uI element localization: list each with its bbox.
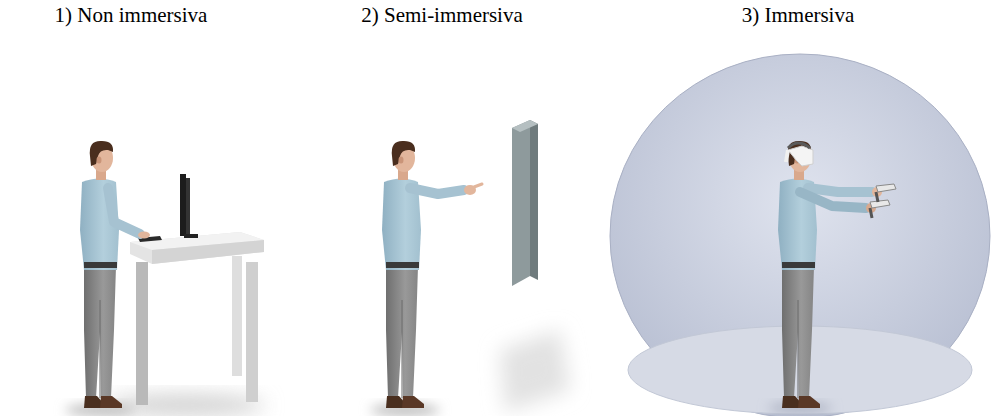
- desk-leg: [232, 256, 242, 376]
- person: [80, 141, 150, 408]
- wall-screen: [512, 120, 530, 286]
- person: [778, 141, 896, 408]
- monitor: [180, 174, 186, 236]
- panel-label: 1) Non immersiva: [55, 3, 208, 27]
- desk-leg: [246, 262, 258, 402]
- wall-screen-scene: [370, 120, 570, 416]
- desk-top: [130, 232, 264, 264]
- shadow: [500, 330, 570, 412]
- sphere: [610, 54, 990, 416]
- monitor: [186, 178, 190, 234]
- desk-leg: [136, 262, 148, 405]
- person: [382, 141, 482, 408]
- wall-screen: [512, 120, 538, 132]
- panel-label: 3) Immersiva: [742, 3, 855, 27]
- wall-screen: [530, 120, 538, 280]
- panel-label: 2) Semi-immersiva: [361, 3, 523, 27]
- monitor-stand: [184, 234, 198, 238]
- vr-sphere-scene: [610, 54, 990, 416]
- desk-top: [152, 240, 264, 264]
